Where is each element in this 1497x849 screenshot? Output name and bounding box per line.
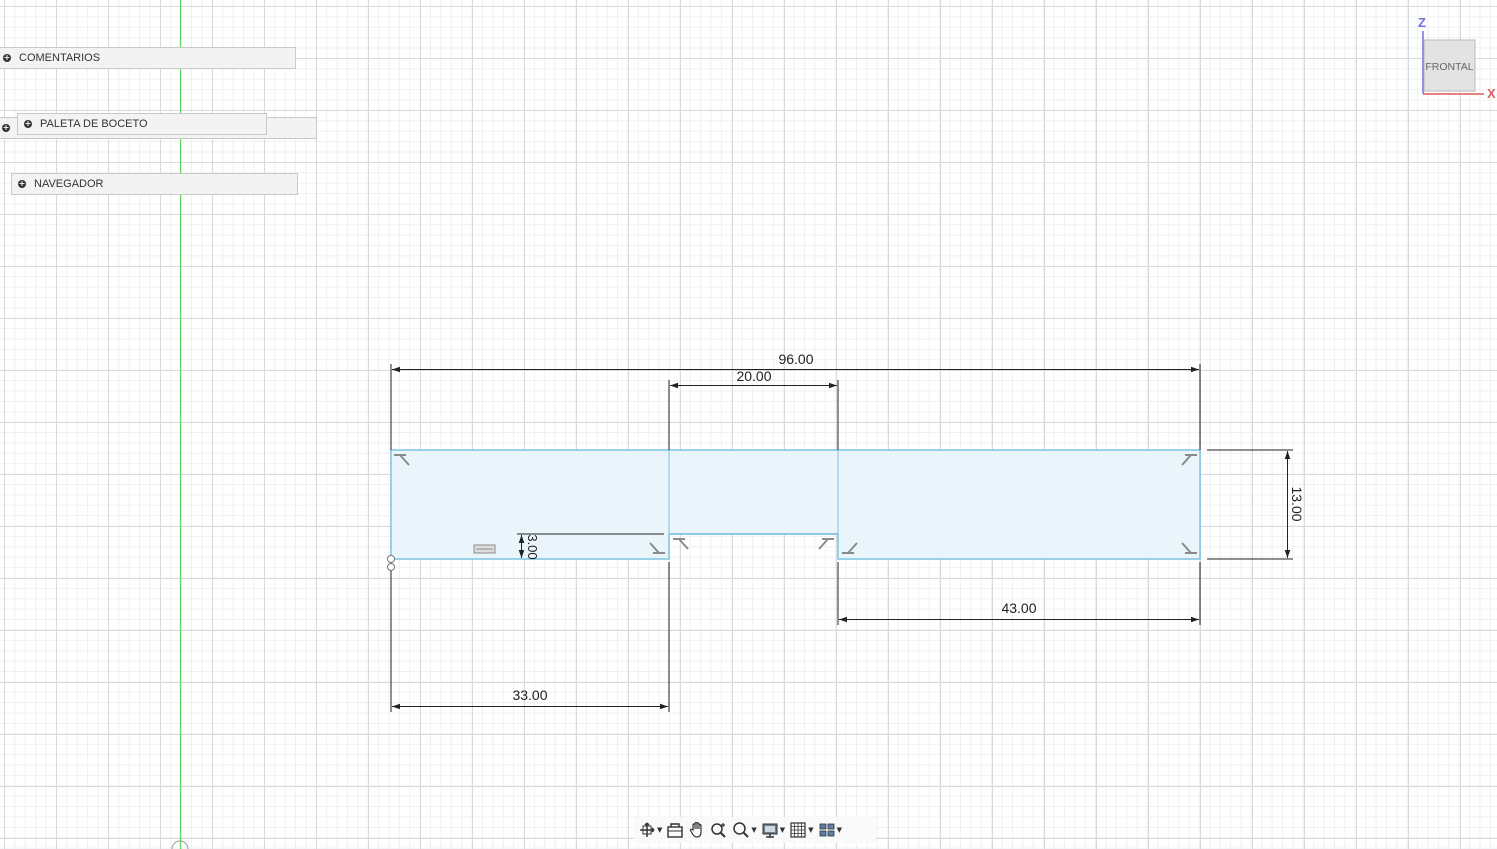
view-cube-front-face[interactable] xyxy=(1423,39,1476,92)
sketch-palette-label: PALETA DE BOCETO xyxy=(40,118,148,130)
display-icon xyxy=(762,823,778,838)
look-at-icon xyxy=(667,823,684,838)
chevron-down-icon[interactable]: ▼ xyxy=(779,826,786,834)
comments-panel[interactable]: + COMENTARIOS xyxy=(0,47,296,69)
zoom-window-button[interactable]: ▼ xyxy=(732,819,757,841)
sketch-palette-panel[interactable]: + PALETA DE BOCETO xyxy=(17,113,267,135)
dim-overall-width[interactable]: 96.00 xyxy=(778,351,813,367)
sketch-point[interactable] xyxy=(387,555,395,563)
orbit-button[interactable]: ▼ xyxy=(638,819,662,841)
dim-slot-width[interactable]: 20.00 xyxy=(736,368,771,384)
orbit-icon xyxy=(640,822,655,837)
display-settings-button[interactable]: ▼ xyxy=(761,819,785,841)
sketch-profile[interactable] xyxy=(390,449,1201,560)
origin-marker xyxy=(171,840,189,849)
perpendicular-icon xyxy=(842,542,858,554)
expand-icon[interactable]: + xyxy=(3,53,11,62)
browser-panel[interactable]: + NAVEGADOR xyxy=(11,173,298,195)
view-cube[interactable]: Z FRONTAL X xyxy=(1412,12,1497,102)
perpendicular-icon xyxy=(818,538,834,550)
view-cube-face-label: FRONTAL xyxy=(1425,61,1473,73)
z-axis-label: Z xyxy=(1418,15,1426,30)
perpendicular-icon xyxy=(1181,454,1197,466)
navigation-toolbar: ▼ ▼ ▼ ▼ ▼ xyxy=(634,817,876,843)
viewports-icon xyxy=(819,823,834,837)
grid-settings-button[interactable]: ▼ xyxy=(789,819,814,841)
look-at-button[interactable] xyxy=(666,819,684,841)
sketch-point[interactable] xyxy=(387,563,395,571)
perpendicular-icon xyxy=(1181,542,1197,554)
chevron-down-icon[interactable]: ▼ xyxy=(751,826,757,834)
expand-icon[interactable]: + xyxy=(18,179,26,188)
zoom-button[interactable] xyxy=(710,819,728,841)
grid-icon xyxy=(790,822,806,838)
chevron-down-icon[interactable]: ▼ xyxy=(657,826,663,834)
browser-panel-label: NAVEGADOR xyxy=(34,178,104,190)
dim-slot-depth[interactable]: 3.00 xyxy=(525,534,540,559)
chevron-down-icon[interactable]: ▼ xyxy=(808,826,814,834)
comments-panel-label: COMENTARIOS xyxy=(19,52,101,64)
viewports-button[interactable]: ▼ xyxy=(818,819,842,841)
perpendicular-icon xyxy=(394,454,410,466)
pan-icon xyxy=(690,821,702,838)
perpendicular-icon xyxy=(649,542,665,554)
expand-icon[interactable]: + xyxy=(2,123,10,132)
constraint-glyphs xyxy=(394,454,1197,554)
expand-icon[interactable]: + xyxy=(24,119,32,128)
zoom-window-icon xyxy=(733,822,750,838)
dim-right-segment[interactable]: 43.00 xyxy=(1001,600,1036,616)
extension-lines xyxy=(390,364,1293,712)
dim-left-segment[interactable]: 33.00 xyxy=(512,687,547,703)
chevron-down-icon[interactable]: ▼ xyxy=(836,826,842,834)
dim-height[interactable]: 13.00 xyxy=(1289,486,1305,521)
zoom-icon xyxy=(711,823,727,838)
horizontal-constraint-icon xyxy=(473,544,496,554)
pan-button[interactable] xyxy=(688,819,706,841)
perpendicular-icon xyxy=(673,538,689,550)
x-axis-label: X xyxy=(1487,86,1496,101)
